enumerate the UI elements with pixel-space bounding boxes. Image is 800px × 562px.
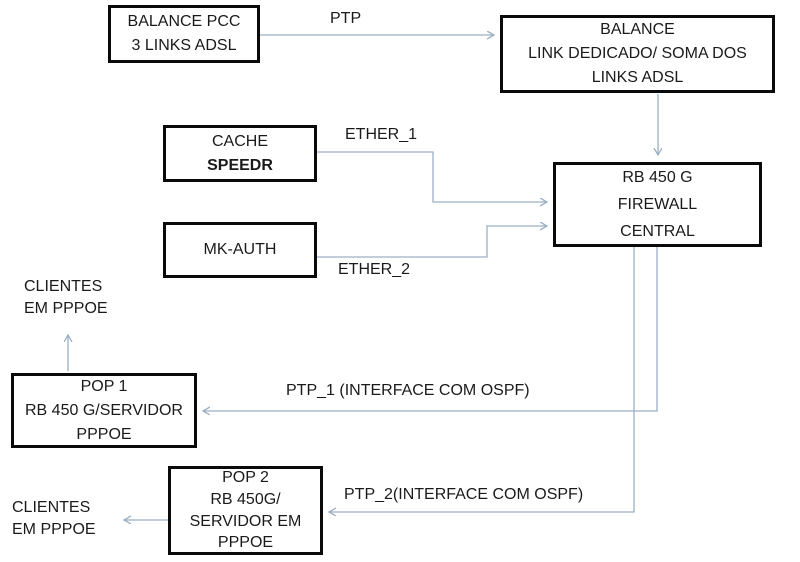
node-pop2-line4: PPPOE — [217, 534, 274, 552]
node-pop2-line2: RB 450G/ — [210, 490, 281, 508]
node-pop1-line1: POP 1 — [80, 377, 128, 395]
node-cache-speedr: CACHE SPEEDR — [163, 125, 317, 182]
node-balance-pcc-line2: 3 LINKS ADSL — [131, 37, 237, 54]
text-clientes-pppoe-bottom-line2: EM PPPOE — [12, 521, 96, 539]
node-rb450-central: RB 450 G FIREWALL CENTRAL — [553, 162, 762, 247]
node-mk-auth: MK-AUTH — [163, 222, 317, 278]
node-mk-auth-line1: MK-AUTH — [203, 241, 277, 258]
node-rb450-central-line2: FIREWALL — [617, 195, 698, 213]
text-clientes-pppoe-top-line1: CLIENTES — [24, 278, 103, 295]
text-clientes-pppoe-top-line2: EM PPPOE — [24, 300, 108, 318]
node-pop2: POP 2 RB 450G/ SERVIDOR EM PPPOE — [168, 466, 323, 555]
edge-ether2-line — [317, 226, 547, 258]
node-balance-dedicado-line1: BALANCE — [600, 21, 675, 38]
edge-label-ether1: ETHER_1 — [345, 126, 418, 143]
edge-ether1-line — [317, 151, 547, 202]
text-clientes-pppoe-top: CLIENTES EM PPPOE — [24, 276, 108, 320]
edge-label-ptp1: PTP_1 (INTERFACE COM OSPF) — [286, 382, 530, 399]
node-balance-pcc-line1: BALANCE PCC — [127, 13, 241, 30]
node-rb450-central-line1: RB 450 G — [622, 168, 693, 186]
edge-label-ptp: PTP — [330, 10, 362, 27]
node-pop2-line3: SERVIDOR EM — [189, 512, 302, 530]
node-balance-dedicado-line2: LINK DEDICADO/ SOMA DOS — [528, 45, 747, 62]
node-cache-speedr-line2: SPEEDR — [207, 156, 273, 174]
node-pop1: POP 1 RB 450 G/SERVIDOR PPPOE — [11, 373, 197, 448]
edge-ptp2-line — [329, 247, 635, 512]
node-pop1-line2: RB 450 G/SERVIDOR — [25, 401, 183, 419]
text-clientes-pppoe-bottom: CLIENTES EM PPPOE — [12, 497, 96, 541]
text-clientes-pppoe-bottom-line1: CLIENTES — [12, 499, 91, 516]
node-cache-speedr-line1: CACHE — [211, 132, 268, 150]
node-balance-dedicado: BALANCE LINK DEDICADO/ SOMA DOS LINKS AD… — [500, 15, 775, 93]
edge-ptp1-line — [203, 247, 658, 411]
node-pop1-line3: PPPOE — [76, 425, 132, 443]
node-rb450-central-line3: CENTRAL — [620, 223, 695, 241]
node-balance-dedicado-line3: LINKS ADSL — [591, 69, 684, 86]
edge-label-ether2: ETHER_2 — [338, 261, 411, 278]
node-pop2-line1: POP 2 — [222, 469, 269, 486]
edge-label-ptp2: PTP_2(INTERFACE COM OSPF) — [344, 486, 584, 503]
node-balance-pcc: BALANCE PCC 3 LINKS ADSL — [108, 5, 260, 63]
